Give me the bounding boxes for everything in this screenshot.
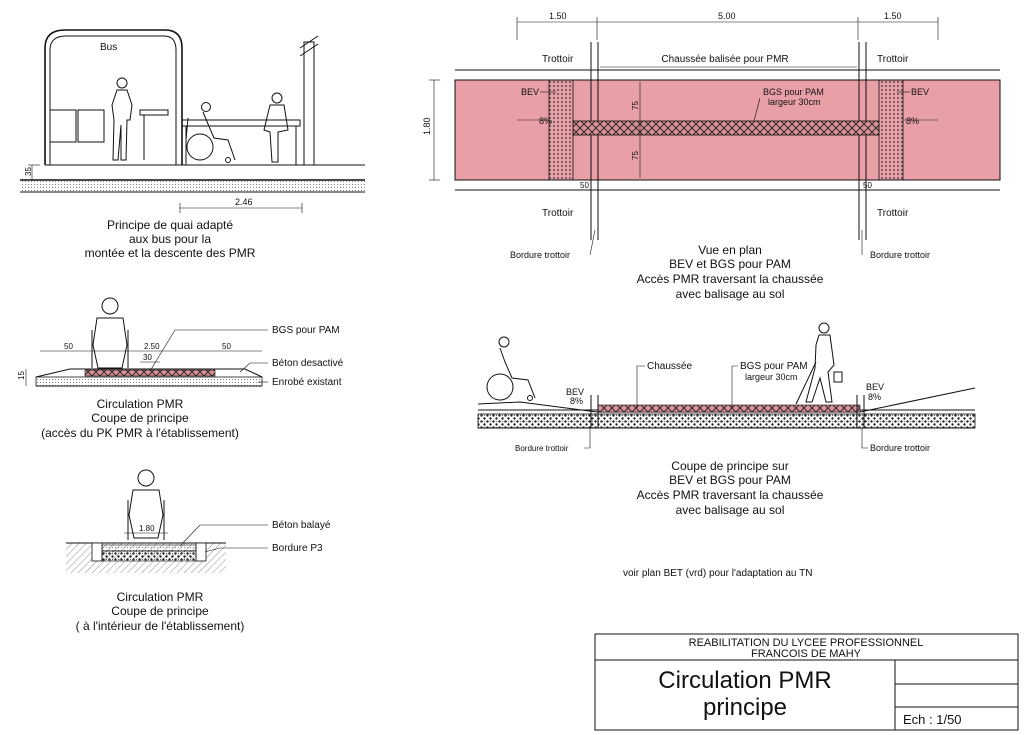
section-pk: 50 2.50 50 30 15 BGS pour PAM Béton desa… [17, 297, 344, 440]
street-bordure-right: Bordure trottoir [870, 443, 930, 453]
walking-person-cane-icon [795, 322, 843, 405]
inside-dim: 1.80 [139, 524, 155, 533]
bus-dim-height: 35 [24, 167, 33, 176]
pk-dim-50-right: 50 [222, 342, 231, 351]
street-label-chaussee: Chaussée [647, 361, 692, 372]
bus-stop-elevation: 35 2.46 Bus Principe de quai adapté aux … [20, 29, 365, 260]
bus-label: Bus [100, 42, 117, 53]
bgs-band [572, 120, 880, 136]
street-caption-1: Coupe de principe sur [671, 459, 788, 473]
bordure-plan-right: Bordure trottoir [870, 250, 930, 260]
bev-right [878, 79, 904, 181]
pk-label-bgs: BGS pour PAM [272, 325, 340, 336]
plan-dim-75b: 75 [631, 151, 640, 160]
plan-dim-50-right: 50 [863, 181, 872, 190]
pk-dim-15: 15 [17, 371, 26, 380]
street-bordure-left: Bordure trottoir [515, 444, 569, 453]
pk-dim-30: 30 [143, 353, 152, 362]
plan-dim-side: 1.80 [422, 117, 432, 135]
bus-dim-width: 2.46 [235, 197, 253, 207]
slope-right: 8% [906, 116, 919, 126]
project-line-2: FRANCOIS DE MAHY [751, 648, 862, 660]
inside-label-bordure: Bordure P3 [272, 543, 323, 554]
plan-dim-2: 5.00 [718, 11, 736, 21]
trottoir-bl: Trottoir [542, 208, 574, 219]
bordure-plan-left: Bordure trottoir [510, 250, 570, 260]
bev-label-right: BEV [911, 87, 929, 97]
title-block: REABILITATION DU LYCEE PROFESSIONNEL FRA… [594, 633, 1019, 731]
plan-caption-1: Vue en plan [698, 243, 762, 257]
slope-left: 8% [539, 116, 552, 126]
bgs-plan-2: largeur 30cm [768, 97, 821, 107]
street-caption-4: avec balisage au sol [676, 503, 785, 517]
bus-caption-3: montée et la descente des PMR [85, 246, 256, 260]
street-slope-left: 8% [570, 396, 583, 406]
plan-view: 1.50 5.00 1.50 1.80 75 75 Trottoir Trott… [422, 11, 1001, 301]
plan-dim-1: 1.50 [549, 11, 567, 21]
wheelchair-user-icon [185, 102, 236, 163]
street-caption-3: Accès PMR traversant la chaussée [637, 488, 824, 502]
section-street: Chaussée BGS pour PAM largeur 30cm BEV 8… [477, 322, 976, 517]
bev-left [548, 79, 574, 181]
pk-label-enrobe: Enrobé existant [272, 377, 342, 388]
wheelchair-user-side-icon [486, 336, 536, 401]
inside-caption-2: Coupe de principe [111, 604, 209, 618]
trottoir-br: Trottoir [877, 208, 909, 219]
pk-caption-2: Coupe de principe [91, 411, 189, 425]
project-line-1: REABILITATION DU LYCEE PROFESSIONNEL [689, 637, 924, 649]
plan-caption-3: Accès PMR traversant la chaussée [637, 272, 824, 286]
plan-caption-2: BEV et BGS pour PAM [669, 257, 791, 271]
pk-label-beton: Béton desactivé [272, 358, 344, 369]
street-label-bgs-2: largeur 30cm [745, 372, 798, 382]
vrd-note: voir plan BET (vrd) pour l'adaptation au… [623, 568, 812, 579]
street-caption-2: BEV et BGS pour PAM [669, 473, 791, 487]
bgs-plan-1: BGS pour PAM [763, 87, 824, 97]
street-label-bgs-1: BGS pour PAM [740, 361, 808, 372]
street-slope-right: 8% [868, 392, 881, 402]
inside-label-beton: Béton balayé [272, 520, 331, 531]
bus-caption-1: Principe de quai adapté [107, 218, 233, 232]
plan-dim-3: 1.50 [884, 11, 902, 21]
plan-dim-50-left: 50 [580, 181, 589, 190]
trottoir-tl: Trottoir [542, 54, 574, 65]
inside-caption-3: ( à l'intérieur de l'établissement) [76, 619, 245, 633]
trottoir-tr: Trottoir [877, 54, 909, 65]
inside-caption-1: Circulation PMR [117, 590, 204, 604]
pk-dim-250: 2.50 [144, 342, 160, 351]
drawing-title-1: Circulation PMR [658, 667, 831, 694]
chaussee-label: Chaussée balisée pour PMR [661, 54, 788, 65]
pk-caption-1: Circulation PMR [97, 397, 184, 411]
scale-label: Ech : 1/50 [903, 712, 962, 727]
plan-dim-75a: 75 [631, 101, 640, 110]
plan-caption-4: avec balisage au sol [676, 287, 785, 301]
pk-dim-50-left: 50 [64, 342, 73, 351]
standing-person-icon [111, 77, 133, 161]
pk-caption-3: (accès du PK PMR à l'établissement) [41, 426, 239, 440]
wheelchair-user-front-icon [91, 297, 129, 369]
section-inside: 1.80 Béton balayé Bordure P3 Circulation… [66, 469, 331, 633]
bus-caption-2: aux bus pour la [129, 232, 211, 246]
street-bev-left: BEV [566, 387, 584, 397]
drawing-title-2: principe [703, 694, 787, 721]
street-bev-right: BEV [866, 382, 884, 392]
seated-person-icon [263, 92, 289, 163]
bev-label-left: BEV [521, 87, 539, 97]
wheelchair-user-front-icon-2 [127, 469, 165, 540]
